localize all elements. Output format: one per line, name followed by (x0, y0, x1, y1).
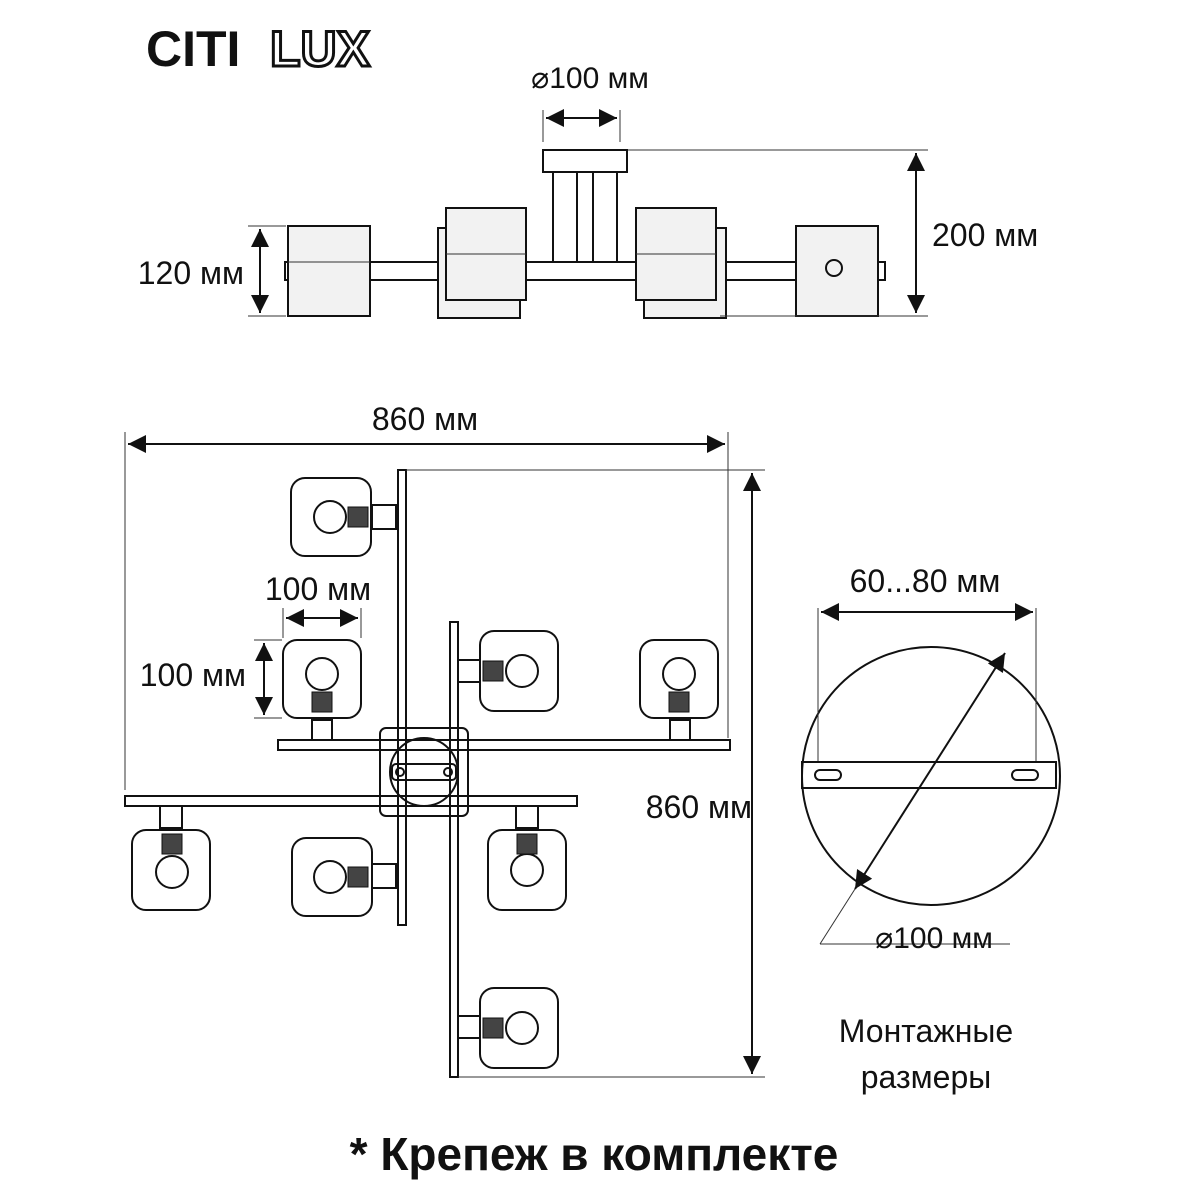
shade-bottom-center (487, 805, 567, 911)
shade-right-top (639, 639, 719, 741)
side-shade (795, 225, 879, 317)
bulb-icon (305, 657, 339, 691)
shade-width-label: 100 мм (265, 571, 371, 607)
width-label: 860 мм (372, 401, 478, 437)
shade-depth-label: 100 мм (140, 657, 246, 693)
shade-height-label: 120 мм (138, 255, 244, 291)
shade-top-left (290, 477, 397, 557)
shade-bottom-left-far (131, 805, 211, 911)
bulb-icon (505, 1011, 539, 1045)
total-height-label: 200 мм (932, 217, 1038, 253)
side-arm (284, 261, 886, 281)
canopy (542, 149, 628, 173)
mounting-caption-line2: размеры (861, 1059, 992, 1095)
brand-logo-part1: CITI (146, 21, 240, 77)
shade-bottom-left-near (291, 837, 397, 917)
footer-note: * Крепеж в комплекте (350, 1128, 839, 1180)
shade-left-middle (282, 639, 362, 741)
plate-diameter-label: ⌀100 мм (875, 922, 993, 955)
depth-label: 860 мм (646, 789, 752, 825)
brand-logo-part2: LUX (270, 21, 370, 77)
shade-center-top (457, 630, 559, 712)
side-shade (287, 225, 371, 317)
bar-vertical-right (449, 621, 459, 1078)
side-view: ⌀100 мм 200 мм 120 мм (138, 62, 1038, 319)
bar-horizontal-top (277, 739, 731, 751)
shade-bottom (457, 987, 559, 1069)
bracket-range-label: 60...80 мм (850, 563, 1001, 599)
bar-vertical-left (397, 469, 407, 926)
bulb-icon (825, 259, 843, 277)
bulb-icon (155, 855, 189, 889)
center-canopy (379, 727, 469, 817)
dim-plate-diameter (854, 652, 1006, 890)
canopy-diameter-label: ⌀100 мм (531, 62, 649, 95)
bracket-slot (814, 769, 842, 781)
brand-logo: CITI LUX (146, 20, 372, 79)
bulb-icon (313, 860, 347, 894)
top-view: 860 мм 860 мм 100 мм 100 мм (124, 401, 765, 1078)
bulb-icon (505, 654, 539, 688)
bulb-icon (662, 657, 696, 691)
bar-horizontal-bottom (124, 795, 578, 807)
bulb-icon (313, 500, 347, 534)
bulb-icon (510, 853, 544, 887)
mounting-detail: 60...80 мм ⌀100 мм Монтажные размеры (801, 563, 1061, 1095)
mounting-caption-line1: Монтажные (839, 1013, 1013, 1049)
bracket-slot (1011, 769, 1039, 781)
